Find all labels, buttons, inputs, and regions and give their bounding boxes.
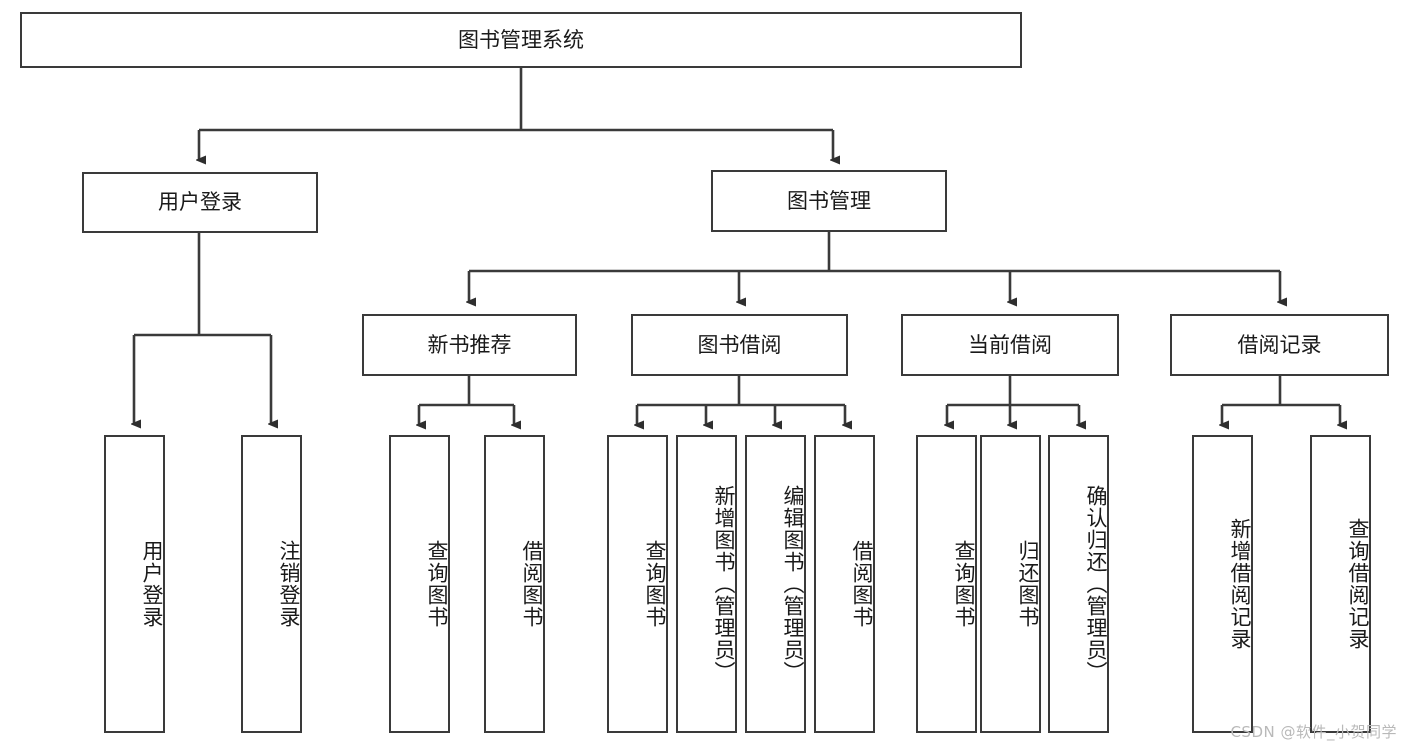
leaf-current-confirm-return[interactable]: 确认归还（管理员） <box>1048 435 1109 733</box>
leaf-borrow-query-book[interactable]: 查询图书 <box>607 435 668 733</box>
node-root[interactable]: 图书管理系统 <box>20 12 1022 68</box>
leaf-newbook-borrow-book-label: 借阅图书 <box>520 540 544 628</box>
leaf-current-query-book-label: 查询图书 <box>952 540 976 628</box>
node-borrow-record-label: 借阅记录 <box>1237 332 1322 357</box>
leaf-borrow-add-book[interactable]: 新增图书（管理员） <box>676 435 737 733</box>
leaf-borrow-query-book-label: 查询图书 <box>643 540 667 628</box>
node-user-login-label: 用户登录 <box>158 190 242 215</box>
leaf-logout-label: 注销登录 <box>277 540 301 628</box>
node-current-borrow-label: 当前借阅 <box>968 332 1052 357</box>
leaf-newbook-query-book[interactable]: 查询图书 <box>389 435 450 733</box>
node-user-login[interactable]: 用户登录 <box>82 172 318 233</box>
leaf-borrow-borrow-book-label: 借阅图书 <box>850 540 874 628</box>
leaf-user-login-label: 用户登录 <box>140 540 164 628</box>
node-book-management-label: 图书管理 <box>787 188 871 213</box>
node-book-management[interactable]: 图书管理 <box>711 170 947 232</box>
leaf-record-query-record[interactable]: 查询借阅记录 <box>1310 435 1371 733</box>
node-book-borrow-label: 图书借阅 <box>697 332 782 357</box>
node-new-book-recommend-label: 新书推荐 <box>427 332 512 357</box>
leaf-user-login[interactable]: 用户登录 <box>104 435 165 733</box>
node-root-label: 图书管理系统 <box>458 27 584 52</box>
node-borrow-record[interactable]: 借阅记录 <box>1170 314 1389 376</box>
leaf-newbook-borrow-book[interactable]: 借阅图书 <box>484 435 545 733</box>
leaf-logout[interactable]: 注销登录 <box>241 435 302 733</box>
leaf-record-add-record-label: 新增借阅记录 <box>1228 518 1252 650</box>
node-new-book-recommend[interactable]: 新书推荐 <box>362 314 577 376</box>
leaf-newbook-query-book-label: 查询图书 <box>425 540 449 628</box>
leaf-current-confirm-return-label: 确认归还（管理员） <box>1084 485 1108 683</box>
leaf-borrow-edit-book-label: 编辑图书（管理员） <box>781 485 805 683</box>
leaf-borrow-borrow-book[interactable]: 借阅图书 <box>814 435 875 733</box>
leaf-borrow-add-book-label: 新增图书（管理员） <box>712 485 736 683</box>
node-book-borrow[interactable]: 图书借阅 <box>631 314 848 376</box>
watermark: CSDN @软件_小贺同学 <box>1230 723 1397 741</box>
leaf-borrow-edit-book[interactable]: 编辑图书（管理员） <box>745 435 806 733</box>
leaf-current-return-book[interactable]: 归还图书 <box>980 435 1041 733</box>
leaf-current-return-book-label: 归还图书 <box>1016 540 1040 628</box>
leaf-current-query-book[interactable]: 查询图书 <box>916 435 977 733</box>
leaf-record-query-record-label: 查询借阅记录 <box>1346 518 1370 650</box>
leaf-record-add-record[interactable]: 新增借阅记录 <box>1192 435 1253 733</box>
node-current-borrow[interactable]: 当前借阅 <box>901 314 1119 376</box>
